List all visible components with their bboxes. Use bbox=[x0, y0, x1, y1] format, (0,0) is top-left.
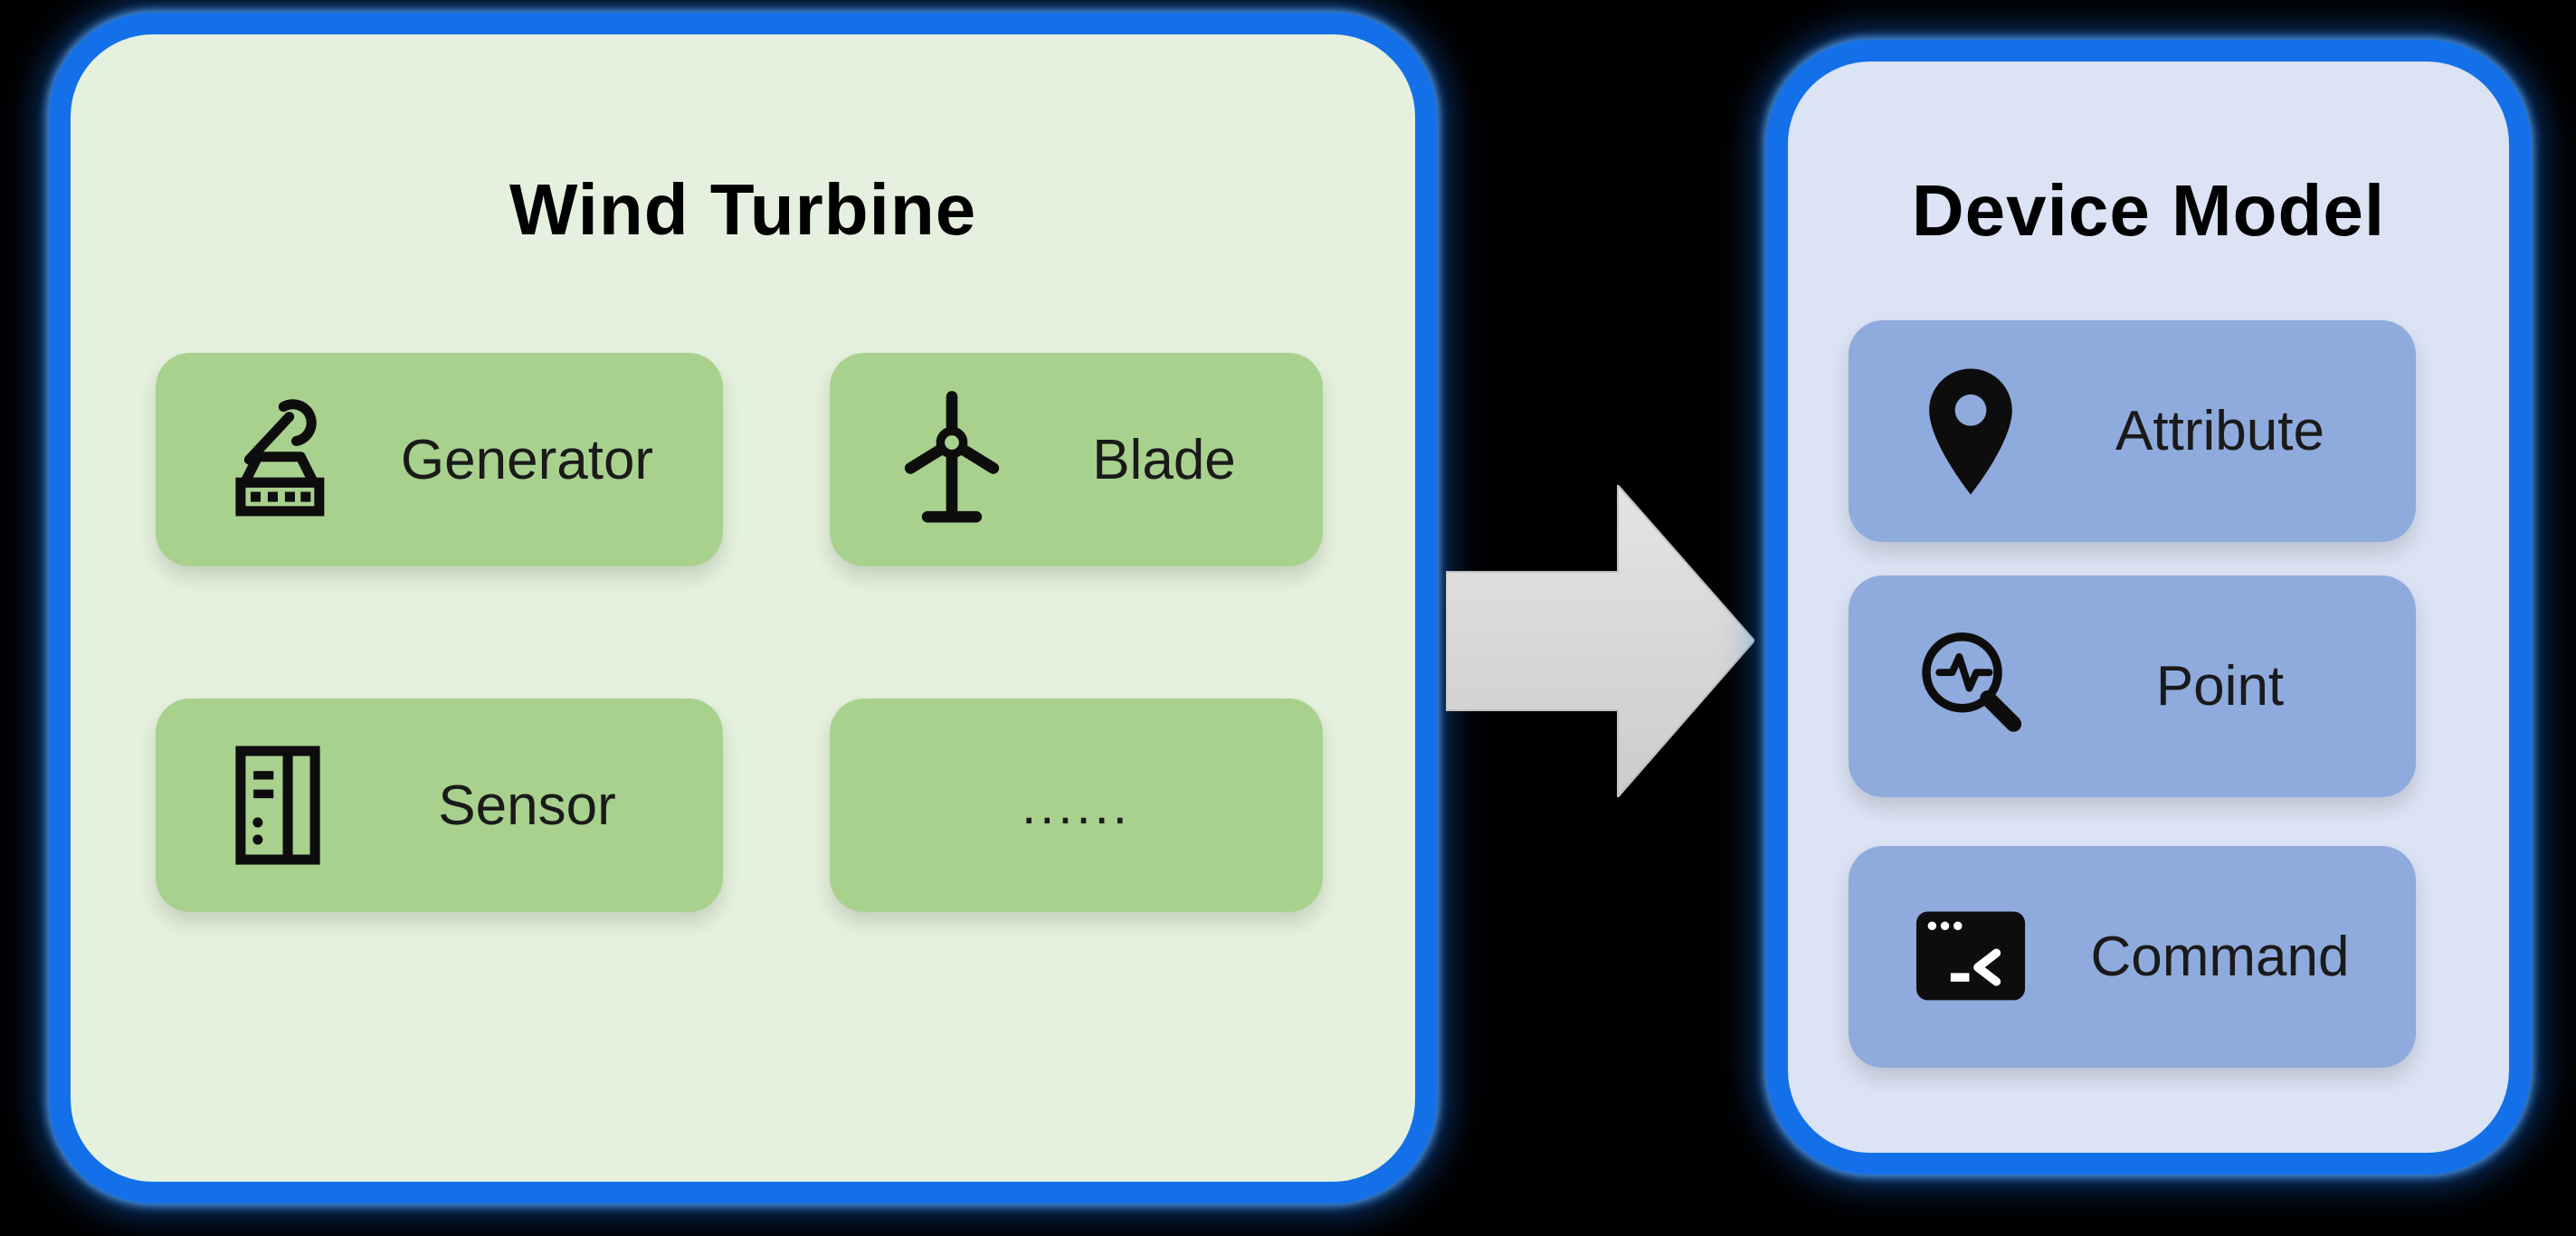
ellipsis-tile: ...... bbox=[830, 699, 1323, 912]
wind-turbine-title: Wind Turbine bbox=[509, 169, 977, 250]
blade-label: Blade bbox=[1092, 428, 1236, 491]
transform-arrow bbox=[1446, 485, 1754, 797]
ellipsis-label: ...... bbox=[1022, 775, 1131, 835]
wind-turbine-icon bbox=[880, 388, 1023, 531]
terminal-window-icon bbox=[1899, 886, 2042, 1029]
magnifier-waveform-icon bbox=[1899, 615, 2042, 758]
sensor-device-icon bbox=[206, 734, 349, 877]
command-label: Command bbox=[2090, 926, 2350, 988]
point-label: Point bbox=[2155, 655, 2285, 718]
attribute-label: Attribute bbox=[2115, 400, 2324, 462]
sensor-label: Sensor bbox=[438, 774, 616, 837]
attribute-tile: Attribute bbox=[1849, 320, 2416, 542]
location-pin-icon bbox=[1899, 360, 2042, 503]
device-model-panel: Device Model Attribute Point bbox=[1766, 40, 2531, 1174]
device-model-title: Device Model bbox=[1911, 170, 2386, 251]
sensor-tile: Sensor bbox=[156, 699, 723, 912]
generator-crane-icon bbox=[206, 388, 349, 531]
command-tile: Command bbox=[1849, 846, 2416, 1068]
wind-turbine-panel: Wind Turbine Generator bbox=[49, 13, 1437, 1203]
right-arrow-icon bbox=[1446, 485, 1754, 797]
generator-label: Generator bbox=[400, 428, 654, 491]
blade-tile: Blade bbox=[830, 353, 1323, 566]
point-tile: Point bbox=[1849, 575, 2416, 797]
generator-tile: Generator bbox=[156, 353, 723, 566]
